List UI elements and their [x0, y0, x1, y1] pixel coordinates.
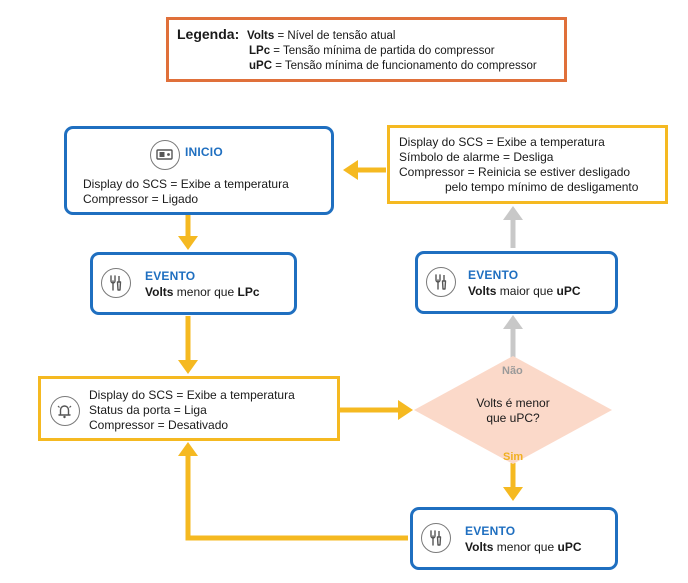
- state2-line-compressor: Compressor = Desativado: [89, 418, 229, 432]
- event3-ref: uPC: [557, 540, 582, 554]
- state2-line-door: Status da porta = Liga: [89, 403, 207, 417]
- event3-box: EVENTO Volts menor que uPC: [410, 507, 618, 570]
- label-no: Não: [502, 365, 523, 377]
- event2-condition: Volts maior que uPC: [468, 284, 580, 298]
- event2-box: EVENTO Volts maior que uPC: [415, 251, 618, 314]
- legend-title: Legenda:: [177, 26, 240, 42]
- label-yes: Sim: [503, 451, 524, 463]
- wrench-screwdriver-icon: [101, 268, 131, 298]
- arrow-event1-to-state2: [178, 316, 198, 374]
- legend-term: uPC: [249, 60, 272, 72]
- event2-title: EVENTO: [468, 268, 519, 282]
- legend-term: Volts: [247, 30, 275, 42]
- event2-rel: maior que: [496, 284, 557, 298]
- door-bell-icon: [50, 396, 80, 426]
- legend-row-upc: uPC = Tensão mínima de funcionamento do …: [249, 60, 537, 72]
- event2-ref: uPC: [556, 284, 581, 298]
- start-title: INICIO: [185, 145, 223, 159]
- legend-desc: = Nível de tensão atual: [274, 30, 396, 42]
- legend-desc: = Tensão mínima de funcionamento do comp…: [272, 60, 537, 72]
- event3-var: Volts: [465, 540, 494, 554]
- arrow-decision-to-event2: [503, 315, 523, 360]
- legend-row-volts: Volts = Nível de tensão atual: [247, 30, 395, 42]
- decision-diamond: [414, 356, 612, 464]
- state2-box: Display do SCS = Exibe a temperatura Sta…: [38, 376, 340, 441]
- event3-rel: menor que: [493, 540, 558, 554]
- event3-condition: Volts menor que uPC: [465, 540, 582, 554]
- event1-title: EVENTO: [145, 269, 196, 283]
- state3-line-min-time: pelo tempo mínimo de desligamento: [445, 180, 639, 194]
- start-box: INICIO Display do SCS = Exibe a temperat…: [64, 126, 334, 215]
- state3-line-display: Display do SCS = Exibe a temperatura: [399, 135, 605, 149]
- legend-desc: = Tensão mínima de partida do compressor: [270, 45, 495, 57]
- arrow-state2-to-decision: [340, 400, 413, 420]
- event1-ref: LPc: [237, 285, 260, 299]
- decision-line2: que uPC?: [486, 411, 540, 425]
- decision-text: Volts é menor que uPC?: [453, 396, 573, 426]
- event2-var: Volts: [468, 284, 497, 298]
- event1-condition: Volts menor que LPc: [145, 285, 260, 299]
- state3-line-alarm: Símbolo de alarme = Desliga: [399, 150, 554, 164]
- wrench-screwdriver-icon: [421, 523, 451, 553]
- event1-rel: menor que: [173, 285, 238, 299]
- event3-title: EVENTO: [465, 524, 516, 538]
- start-line-display: Display do SCS = Exibe a temperatura: [83, 177, 289, 191]
- legend-row-lpc: LPc = Tensão mínima de partida do compre…: [249, 45, 495, 57]
- arrow-state3-to-start: [343, 160, 386, 180]
- arrow-event2-to-state3: [503, 206, 523, 248]
- event1-box: EVENTO Volts menor que LPc: [90, 252, 297, 315]
- legend-term: LPc: [249, 45, 271, 57]
- state3-line-compressor: Compressor = Reinicia se estiver desliga…: [399, 165, 631, 179]
- decision-line1: Volts é menor: [476, 396, 550, 410]
- arrow-event3-to-state2: [178, 442, 408, 541]
- wrench-screwdriver-icon: [426, 267, 456, 297]
- start-line-compressor: Compressor = Ligado: [83, 192, 199, 206]
- event1-var: Volts: [145, 285, 174, 299]
- arrow-decision-to-event3: [503, 463, 523, 501]
- legend-box: Legenda: Volts = Nível de tensão atual L…: [166, 17, 567, 82]
- display-icon: [150, 140, 180, 170]
- arrow-start-to-event1: [178, 215, 198, 250]
- state3-box: Display do SCS = Exibe a temperatura Sím…: [387, 125, 668, 204]
- state2-line-display: Display do SCS = Exibe a temperatura: [89, 388, 295, 402]
